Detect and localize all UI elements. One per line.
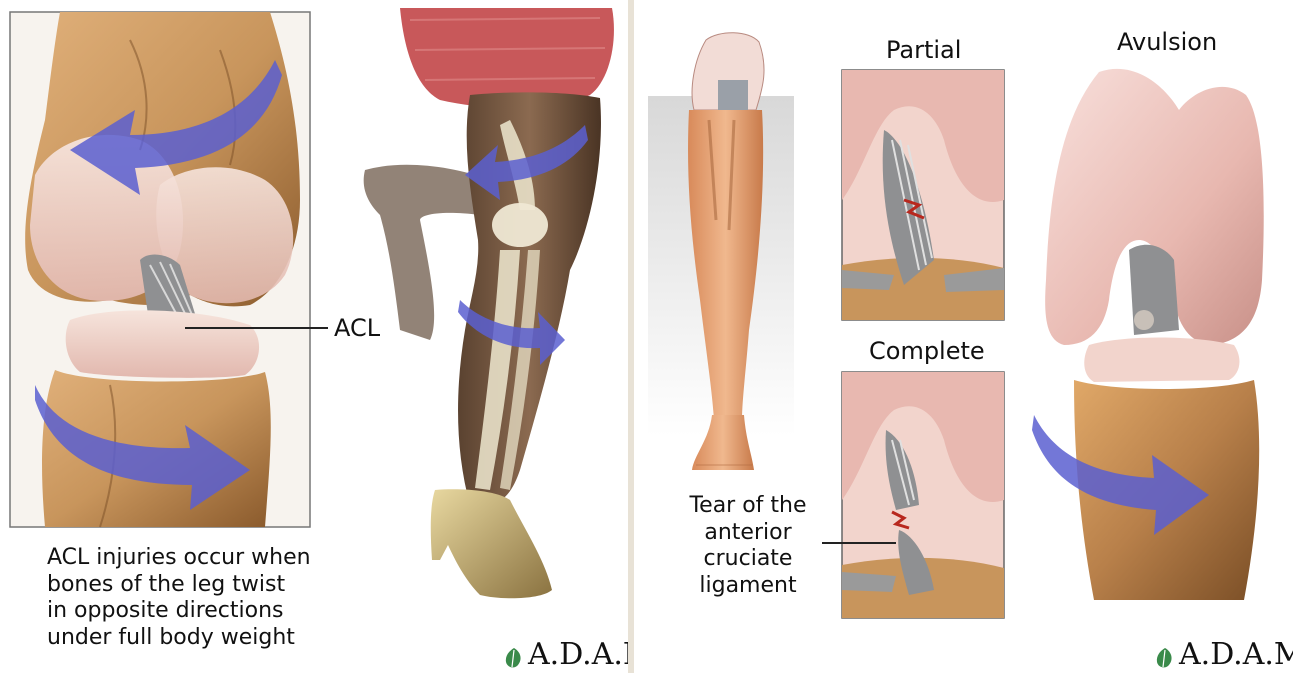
left-panel: ACL ACL injuries occur when bones of the… bbox=[0, 0, 628, 673]
tear-line: ligament bbox=[678, 573, 818, 600]
avulsion-label: Avulsion bbox=[1117, 28, 1217, 56]
caption-line: under full body weight bbox=[47, 625, 311, 652]
partial-label: Partial bbox=[886, 36, 961, 64]
tear-line: cruciate bbox=[678, 546, 818, 573]
tear-line: Tear of the bbox=[678, 493, 818, 520]
leaf-icon bbox=[1154, 646, 1176, 670]
adam-logo: A.D.A.M. bbox=[1154, 640, 1293, 670]
leaf-icon bbox=[503, 646, 525, 670]
complete-tear-inset bbox=[842, 372, 1004, 618]
tibia bbox=[42, 310, 271, 527]
acl-label: ACL bbox=[334, 314, 380, 342]
injury-caption: ACL injuries occur when bones of the leg… bbox=[47, 545, 311, 651]
partial-tear-inset bbox=[842, 70, 1004, 320]
avulsion-knee bbox=[1032, 69, 1264, 600]
tear-caption: Tear of the anterior cruciate ligament bbox=[678, 493, 818, 599]
caption-line: ACL injuries occur when bbox=[47, 545, 311, 572]
adam-logo-text: A.D.A.M. bbox=[1179, 640, 1293, 670]
adam-logo: A.D.A.M. bbox=[503, 640, 628, 670]
leg-figure bbox=[364, 8, 614, 598]
adam-logo-text: A.D.A.M. bbox=[528, 640, 628, 670]
tear-line: anterior bbox=[678, 520, 818, 547]
right-panel: Partial Avulsion Complete Tear of the an… bbox=[634, 0, 1293, 673]
caption-line: bones of the leg twist bbox=[47, 572, 311, 599]
caption-line: in opposite directions bbox=[47, 598, 311, 625]
complete-label: Complete bbox=[869, 337, 985, 365]
